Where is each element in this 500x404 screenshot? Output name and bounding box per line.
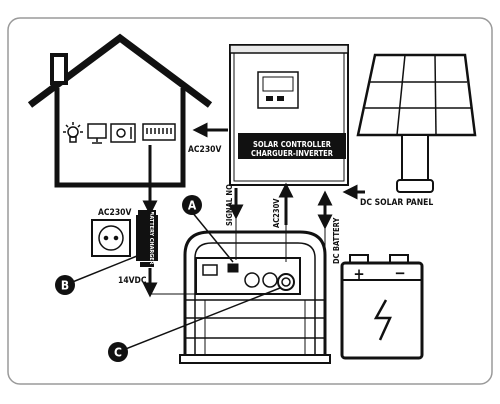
connection-arrows	[142, 122, 365, 298]
label-dc-battery: DC BATTERY	[332, 218, 341, 264]
inverter-label-1: SOLAR CONTROLLER	[253, 140, 332, 149]
appliance-icon	[142, 123, 176, 141]
battery-icon	[340, 254, 424, 360]
label-ac230v-house: AC230V	[188, 145, 221, 155]
wall-socket-icon	[91, 219, 131, 257]
marker-b	[55, 255, 138, 295]
marker-c	[108, 287, 281, 362]
label-ac230v-socket: AC230V	[98, 208, 131, 218]
inverter-icon	[229, 44, 349, 186]
tv-icon	[87, 123, 107, 144]
solar-panel-icon	[356, 53, 477, 193]
marker-a	[182, 195, 234, 263]
marker-c-label: C	[114, 346, 122, 360]
battery-minus-label: −	[394, 264, 405, 282]
label-ac230v-generator: AC230V	[272, 198, 281, 228]
microwave-icon	[110, 123, 136, 143]
house-icon	[27, 33, 213, 188]
label-dc-solar-panel: DC SOLAR PANEL	[360, 198, 433, 208]
battery-plus-label: +	[353, 265, 364, 283]
battery-charger-label: BATTERY CHARGER	[148, 212, 154, 265]
marker-a-label: A	[188, 199, 197, 213]
label-14vdc: 14VDC	[118, 276, 147, 286]
lightbulb-icon	[63, 122, 83, 143]
marker-b-label: B	[61, 279, 69, 293]
label-signal-no: SIGNAL NO	[225, 184, 234, 226]
thin-wires	[149, 212, 326, 295]
inverter-label-2: CHARGUER-INVERTER	[251, 149, 334, 158]
